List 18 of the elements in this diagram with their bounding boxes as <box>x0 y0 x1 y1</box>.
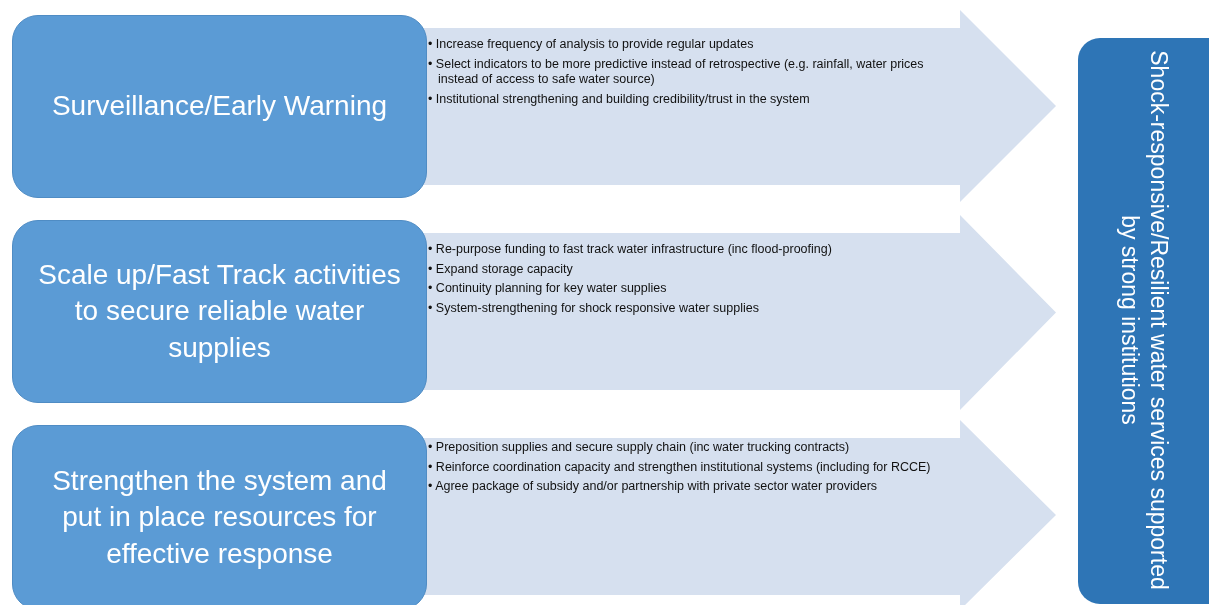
bullet-item: • Re-purpose funding to fast track water infrastructure (inc flood-proofing) <box>428 242 833 258</box>
bullet-item: • Continuity planning for key water supplies <box>428 281 668 297</box>
bullet-item: • Agree package of subsidy and/or partnership with private sector water providers <box>428 479 879 495</box>
bullet-item: • Select indicators to be more predictive instead of retrospective (e.g. rainfall, water prices instead of access to safe water source) <box>428 56 925 88</box>
bullet-item: • System-strengthening for shock responsive water supplies <box>428 300 760 317</box>
strategy-label: Strengthen the system and put in place resources for effective response <box>51 463 388 571</box>
strategy-label: Scale up/Fast Track activities to secure reliable water supplies <box>37 257 402 365</box>
bullet-item: • Reinforce coordination capacity and strengthen institutional systems (including for RCCE) <box>428 459 932 476</box>
strategy-label: Surveillance/Early Warning <box>50 89 389 124</box>
strategy-box <box>12 220 427 403</box>
bullet-item: • Increase frequency of analysis to provide regular updates <box>428 37 755 53</box>
strategy-box <box>12 425 427 605</box>
bullet-item: • Institutional strengthening and building credibility/trust in the system <box>428 91 811 108</box>
outcome-box <box>1078 38 1209 604</box>
bullet-item: • Expand storage capacity <box>428 261 574 278</box>
outcome-text: Shock-responsive/Resilient water services supported by strong institutions <box>1116 50 1173 590</box>
bullet-item: • Preposition supplies and secure supply chain (inc water trucking contracts) <box>428 440 851 456</box>
strategy-box <box>12 15 427 198</box>
